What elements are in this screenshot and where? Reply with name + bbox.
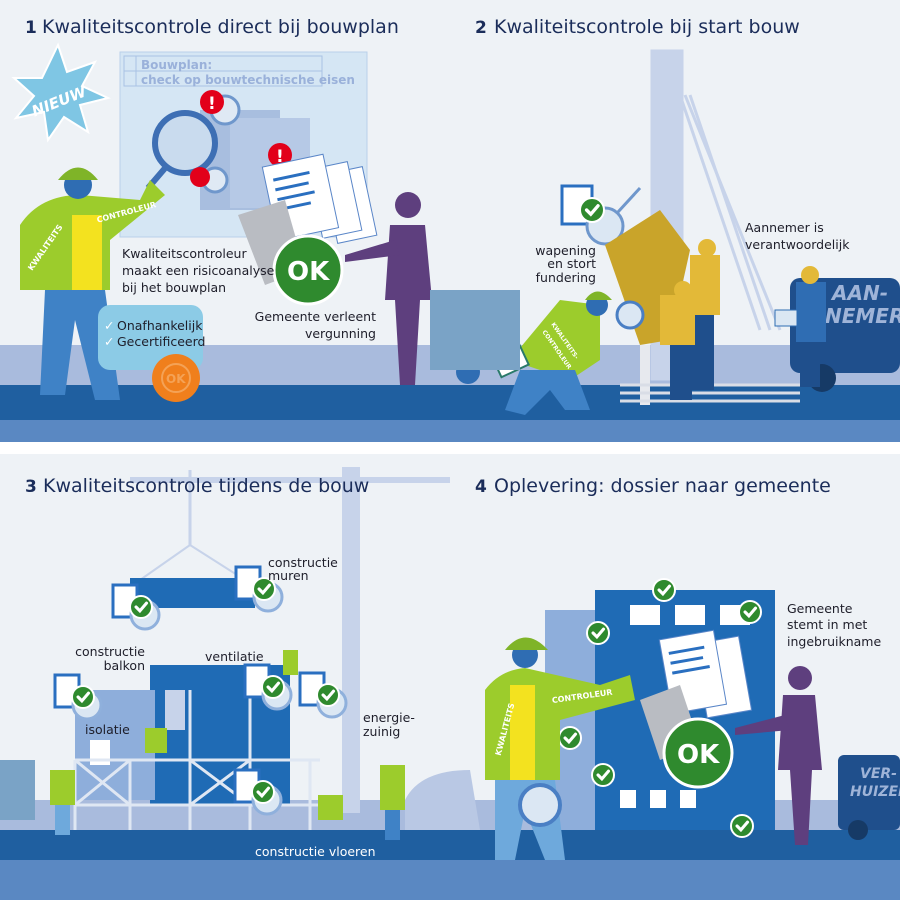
plan-line: check op bouwtechnische eisen [141, 73, 355, 87]
car [405, 770, 480, 830]
municipality-official-figure [345, 192, 432, 385]
caption-line: bij het bouwplan [122, 280, 226, 295]
clipboard-check-icon [233, 768, 283, 816]
panel-number: 4 [475, 477, 487, 497]
check-label: constructie [268, 555, 338, 570]
road [0, 830, 900, 860]
van-label: AAN- [830, 281, 888, 305]
check-label: constructie vloeren [255, 844, 376, 859]
panel-2: 2 Kwaliteitscontrole bij start bouw wape… [450, 16, 900, 415]
check-icon [261, 675, 285, 699]
caption-line: Gemeente [787, 601, 853, 616]
panel-1: 1 Kwaliteitscontrole direct bij bouwplan… [11, 16, 520, 402]
truck-label: VER- [860, 766, 897, 782]
clipboard-check-icon [243, 663, 293, 711]
alert-icon [200, 90, 224, 114]
clipboard-check-icon [53, 673, 103, 721]
check-icon [652, 578, 676, 602]
caption-line: Kwaliteitscontroleur [122, 246, 247, 261]
credential-item: Gecertificeerd [117, 334, 205, 349]
moving-truck [838, 755, 900, 830]
seal-label: OK [166, 372, 186, 386]
caption-line: vergunning [305, 326, 376, 341]
panel-number: 3 [25, 477, 37, 497]
check-icon [251, 780, 275, 804]
clipboard-check-icon [111, 583, 161, 631]
check-icon [71, 685, 95, 709]
check-label: muren [268, 568, 309, 583]
caption-line: stemt in met [787, 617, 867, 632]
wax-seal-icon [152, 354, 200, 402]
nieuw-starburst [11, 42, 111, 143]
truck-label: HUIZEN [850, 784, 900, 800]
check-label: energie- [363, 710, 415, 725]
panel-title: Oplevering: dossier naar gemeente [494, 475, 831, 497]
credentials-box [98, 305, 203, 370]
ok-stamp [662, 717, 734, 789]
contractor-figure [774, 266, 826, 387]
panel-title: Kwaliteitscontrole bij start bouw [494, 16, 800, 38]
check-label: constructie [75, 644, 145, 659]
quality-controller-figure: KWALITEITS- CONTROLEUR [490, 291, 645, 415]
construction-worker-figure [50, 650, 405, 840]
panel-4: 4 Oplevering: dossier naar gemeente KWAL… [475, 475, 900, 860]
magnifier-icon [518, 783, 562, 827]
check-icon [316, 683, 340, 707]
caption-line: en stort [547, 256, 596, 271]
municipality-official-figure [735, 666, 822, 845]
check-icon [591, 763, 615, 787]
check-icon: ✓ [104, 334, 114, 349]
check-icon [730, 814, 754, 838]
caption-line: ingebruikname [787, 634, 881, 649]
svg-text:!: ! [208, 94, 216, 114]
clipboard-check-icon [234, 565, 284, 613]
quality-controller-figure: KWALITEITS CONTROLEUR [485, 637, 635, 860]
alert-icon [190, 167, 210, 187]
svg-text:!: ! [276, 147, 284, 167]
caption-line: Gemeente verleent [255, 309, 376, 324]
construction-worker-figure [660, 239, 720, 400]
check-icon [738, 600, 762, 624]
check-label: ventilatie [205, 649, 264, 664]
panel-title: Kwaliteitscontrole tijdens de bouw [43, 475, 369, 497]
tower-crane [130, 467, 450, 813]
magnifier-icon [152, 110, 218, 176]
clipboard-check-icon [298, 671, 348, 719]
check-label: balkon [104, 658, 145, 673]
caption-line: wapening [535, 243, 596, 258]
check-icon: ✓ [104, 318, 114, 333]
ground [0, 420, 900, 442]
panel-title: Kwaliteitscontrole direct bij bouwplan [42, 16, 399, 38]
credential-item: Onafhankelijk [117, 318, 203, 333]
check-icon [252, 577, 276, 601]
caption-line: verantwoordelijk [745, 237, 850, 252]
caption-line: maakt een risicoanalyse [122, 263, 275, 278]
check-label: isolatie [85, 722, 130, 737]
panel-divider [0, 440, 900, 454]
check-icon [558, 726, 582, 750]
document-stack-icon [640, 629, 753, 760]
caption-line: fundering [536, 270, 596, 285]
ok-stamp-label: OK [677, 740, 720, 770]
check-icon [579, 197, 605, 223]
ok-stamp [272, 234, 344, 306]
ground [0, 860, 900, 900]
plan-line: Bouwplan: [141, 58, 212, 72]
caption-line: Aannemer is [745, 220, 824, 235]
alert-icon [268, 143, 292, 167]
panel-3: 3 Kwaliteitscontrole tijdens de bouw con… [0, 467, 480, 859]
check-icon [129, 595, 153, 619]
ok-stamp-label: OK [287, 257, 330, 287]
magnifier-icon [615, 300, 645, 330]
panel-number: 2 [475, 18, 487, 38]
van-label: NEMER [825, 304, 900, 328]
check-label: zuinig [363, 724, 400, 739]
panel-number: 1 [25, 18, 37, 38]
check-icon [586, 621, 610, 645]
